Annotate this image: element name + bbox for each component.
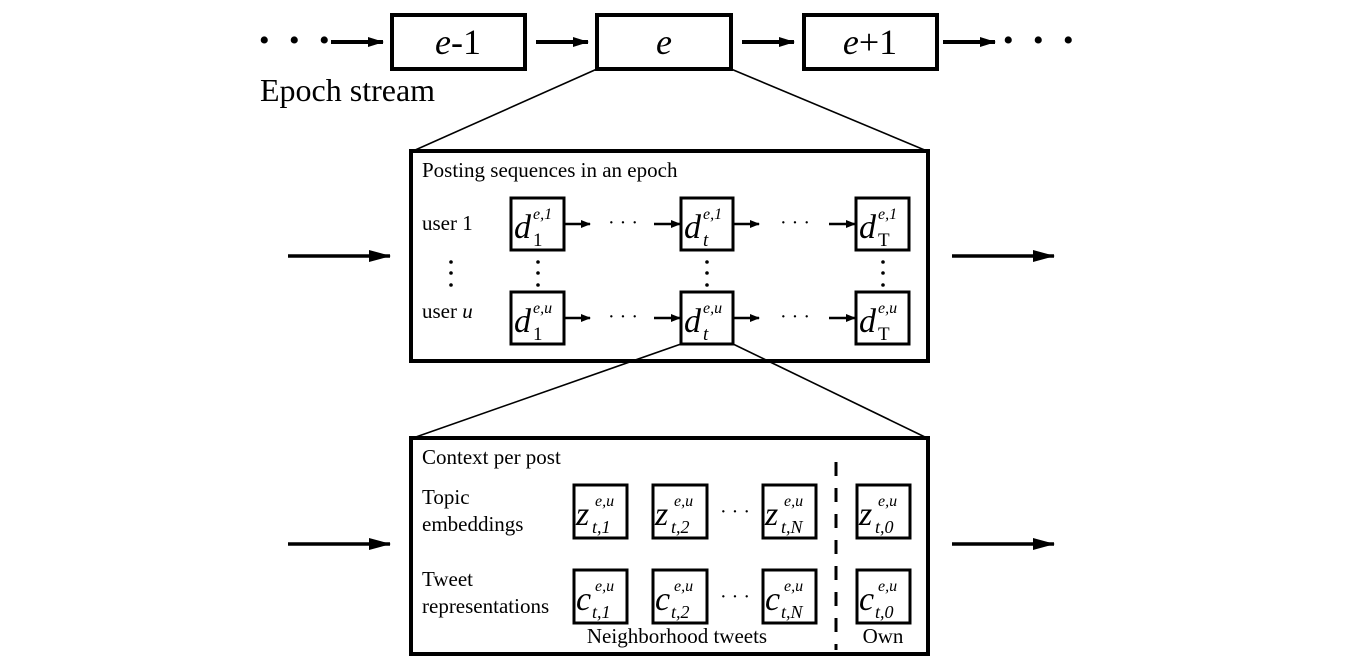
epoch-box-current: e <box>595 13 733 71</box>
epoch-stream-label: Epoch stream <box>260 72 435 108</box>
post-sup: e,1 <box>878 206 897 223</box>
post-box <box>509 290 566 346</box>
representation-sup: e,u <box>674 578 693 595</box>
representation-sub: t,N <box>781 602 804 622</box>
embedding-box <box>572 483 629 540</box>
post-sub: 1 <box>533 324 543 345</box>
embedding-sub: t,2 <box>671 517 690 537</box>
representation-sup: e,u <box>595 578 614 595</box>
post-box <box>854 290 911 346</box>
post-label: d <box>859 303 877 340</box>
embedding-box <box>651 483 709 540</box>
post-box <box>854 196 911 252</box>
post-row-user-u: d e,u 1 · · · d e,u t · · · d e,u T <box>509 290 911 346</box>
posting-panel-title: Posting sequences in an epoch <box>422 158 678 182</box>
embedding-sub: t,1 <box>592 517 611 537</box>
embedding-box <box>761 483 818 540</box>
post-sup: e,1 <box>533 206 552 223</box>
zoom-line-left-2 <box>412 343 682 439</box>
epoch-stream: • • • e-1 e e+1 • • • Epoch stream <box>259 13 1080 108</box>
hdots: · · · <box>720 501 750 523</box>
epoch-box-prev: e-1 <box>390 13 527 71</box>
embedding-base: z <box>575 496 589 533</box>
hdots: · · · <box>780 212 810 234</box>
representation-sup: e,u <box>784 578 803 595</box>
representation-box <box>761 568 818 625</box>
post-label: d <box>514 209 532 246</box>
embedding-sup: e,u <box>674 493 693 510</box>
post-label: d <box>514 303 532 340</box>
post-sub: t <box>703 230 709 251</box>
vertical-ellipsis-col-t <box>705 260 709 287</box>
post-sup: e,u <box>533 300 552 317</box>
representation-base: c <box>859 581 874 618</box>
post-sub: t <box>703 324 709 345</box>
post-box-highlighted <box>679 290 735 346</box>
representation-sub: t,0 <box>875 602 894 622</box>
hdots: · · · <box>608 212 638 234</box>
representation-base: c <box>765 581 780 618</box>
row-label-tweet-line1: Tweet <box>422 567 473 591</box>
tweet-representations-row: c e,u t,1 c e,u t,2 · · · c e,u t,N c e,… <box>572 568 912 625</box>
post-sup: e,1 <box>703 206 722 223</box>
embedding-base: z <box>654 496 668 533</box>
posting-panel-frame <box>409 149 930 363</box>
zoom-line-right-1 <box>730 68 928 152</box>
zoom-line-right-2 <box>732 343 928 439</box>
representation-sub: t,2 <box>671 602 690 622</box>
epoch-current-label: e <box>656 22 672 62</box>
representation-box <box>651 568 709 625</box>
representation-base: c <box>655 581 670 618</box>
context-panel-title: Context per post <box>422 445 561 469</box>
embedding-sup: e,u <box>595 493 614 510</box>
epoch-box-next: e+1 <box>802 13 939 71</box>
topic-embeddings-row: z e,u t,1 z e,u t,2 · · · z e,u t,N z e,… <box>572 483 912 540</box>
epoch-prev-label: e-1 <box>435 22 481 62</box>
own-label: Own <box>863 624 904 648</box>
embedding-sub: t,0 <box>875 517 894 537</box>
neighborhood-tweets-label: Neighborhood tweets <box>587 624 767 648</box>
embedding-base: z <box>858 496 872 533</box>
embedding-sub: t,N <box>781 517 804 537</box>
leading-ellipsis: • • • <box>259 24 336 57</box>
embedding-sup: e,u <box>878 493 897 510</box>
post-label: d <box>859 209 877 246</box>
row-label-topic-line1: Topic <box>422 485 470 509</box>
vertical-ellipsis-col-1 <box>536 260 540 287</box>
hdots: · · · <box>608 306 638 328</box>
post-box <box>509 196 566 252</box>
row-label-user-1: user 1 <box>422 211 473 235</box>
representation-sub: t,1 <box>592 602 611 622</box>
post-sup: e,u <box>703 300 722 317</box>
hdots: · · · <box>780 306 810 328</box>
post-label: d <box>684 209 702 246</box>
representation-base: c <box>576 581 591 618</box>
post-sub: T <box>878 324 890 345</box>
embedding-base: z <box>764 496 778 533</box>
post-label: d <box>684 303 702 340</box>
post-row-user-1: d e,1 1 · · · d e,1 t · · · d e,1 T <box>509 196 911 252</box>
row-label-topic-line2: embeddings <box>422 512 523 536</box>
embedding-sup: e,u <box>784 493 803 510</box>
row-label-tweet-line2: representations <box>422 594 549 618</box>
zoom-line-left-1 <box>412 68 598 152</box>
post-box <box>679 196 735 252</box>
post-sub: 1 <box>533 230 543 251</box>
post-sup: e,u <box>878 300 897 317</box>
representation-box <box>572 568 629 625</box>
post-sub: T <box>878 230 890 251</box>
vertical-ellipsis-col-T <box>881 260 885 287</box>
own-embedding-box <box>855 483 912 540</box>
representation-sup: e,u <box>878 578 897 595</box>
context-panel: Context per post Topic embeddings Tweet … <box>288 436 1055 656</box>
vertical-ellipsis-labels <box>449 260 453 287</box>
epoch-next-label: e+1 <box>843 22 897 62</box>
own-representation-box <box>855 568 912 625</box>
trailing-ellipsis: • • • <box>1003 24 1080 57</box>
posting-sequences-panel: Posting sequences in an epoch user 1 use… <box>288 149 1055 363</box>
hdots: · · · <box>720 586 750 608</box>
row-label-user-u: user u <box>422 299 473 323</box>
